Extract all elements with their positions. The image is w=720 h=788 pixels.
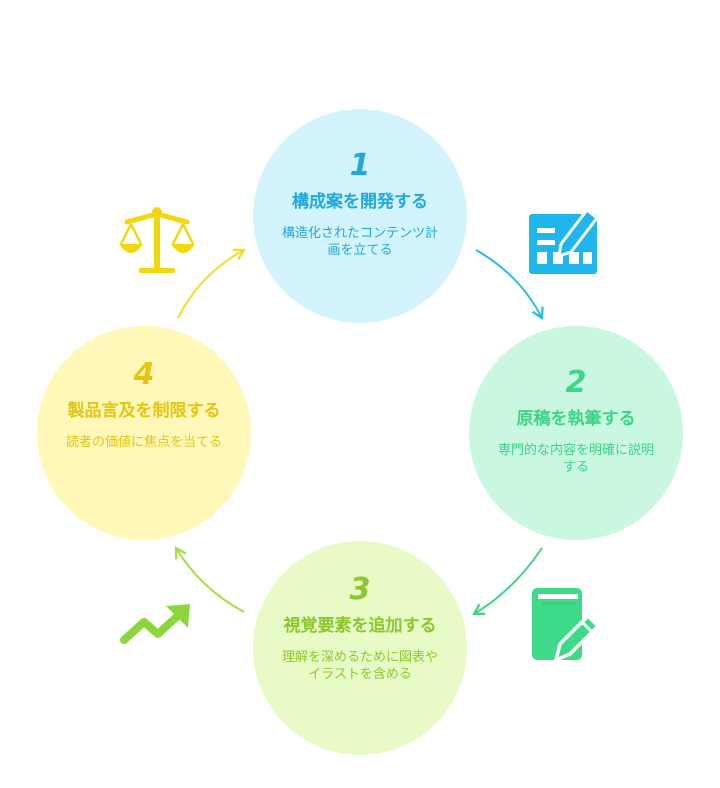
arrow-2-to-3 (472, 547, 543, 616)
step-3-title: 視覚要素を追加する (283, 616, 437, 636)
step-3-circle: 3 視覚要素を追加する 理解を深めるために図表やイラストを含める (253, 541, 467, 755)
step-1-number: 1 (349, 148, 371, 183)
step-2-number: 2 (565, 365, 587, 400)
step-3-description: 理解を深めるために図表やイラストを含める (281, 650, 438, 682)
notebook-pencil-icon (532, 588, 600, 662)
step-3-number: 3 (349, 572, 371, 607)
step-4-description: 読者の価値に焦点を当てる (65, 435, 222, 450)
trend-up-icon (120, 604, 190, 644)
step-4-circle: 4 製品言及を制限する 読者の価値に焦点を当てる (37, 326, 251, 540)
step-1-title: 構成案を開発する (292, 192, 428, 212)
step-4-title: 製品言及を制限する (67, 401, 221, 421)
step-2-title: 原稿を執筆する (516, 409, 636, 429)
arrow-4-to-1 (177, 248, 246, 319)
document-edit-icon (529, 208, 599, 274)
arrow-1-to-2 (475, 249, 544, 321)
balance-scale-icon (119, 207, 195, 273)
step-4-number: 4 (133, 357, 155, 392)
step-2-circle: 2 原稿を執筆する 専門的な内容を明確に説明する (469, 326, 683, 540)
step-2-description: 専門的な内容を明確に説明する (497, 443, 654, 475)
arrow-3-to-4 (174, 546, 245, 613)
step-1-circle: 1 構成案を開発する 構造化されたコンテンツ計画を立てる (253, 109, 467, 323)
step-1-description: 構造化されたコンテンツ計画を立てる (281, 226, 438, 258)
